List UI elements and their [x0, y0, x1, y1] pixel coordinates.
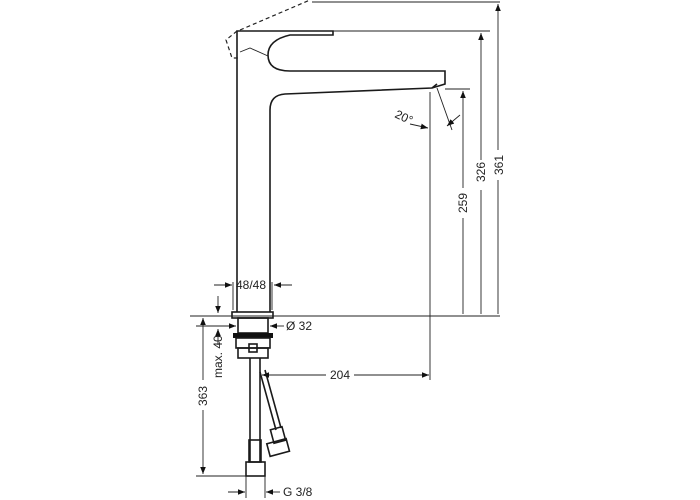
extension-lines: [190, 1, 500, 498]
faucet-body: [225, 0, 446, 312]
dim-spout-reach: 204: [330, 368, 350, 382]
dim-total-height: 361: [492, 155, 506, 175]
dim-max-thickness: max. 40: [211, 335, 225, 378]
dim-shank-diameter: Ø 32: [286, 319, 312, 333]
dim-connection: G 3/8: [283, 485, 313, 499]
faucet-base: [231, 311, 291, 477]
dim-spout-height: 259: [456, 193, 470, 213]
dim-lever-height: 326: [474, 162, 488, 182]
dimension-lines: [200, 3, 501, 495]
dim-below-counter: 363: [196, 386, 210, 406]
dim-body-width: 48/48: [236, 278, 266, 292]
